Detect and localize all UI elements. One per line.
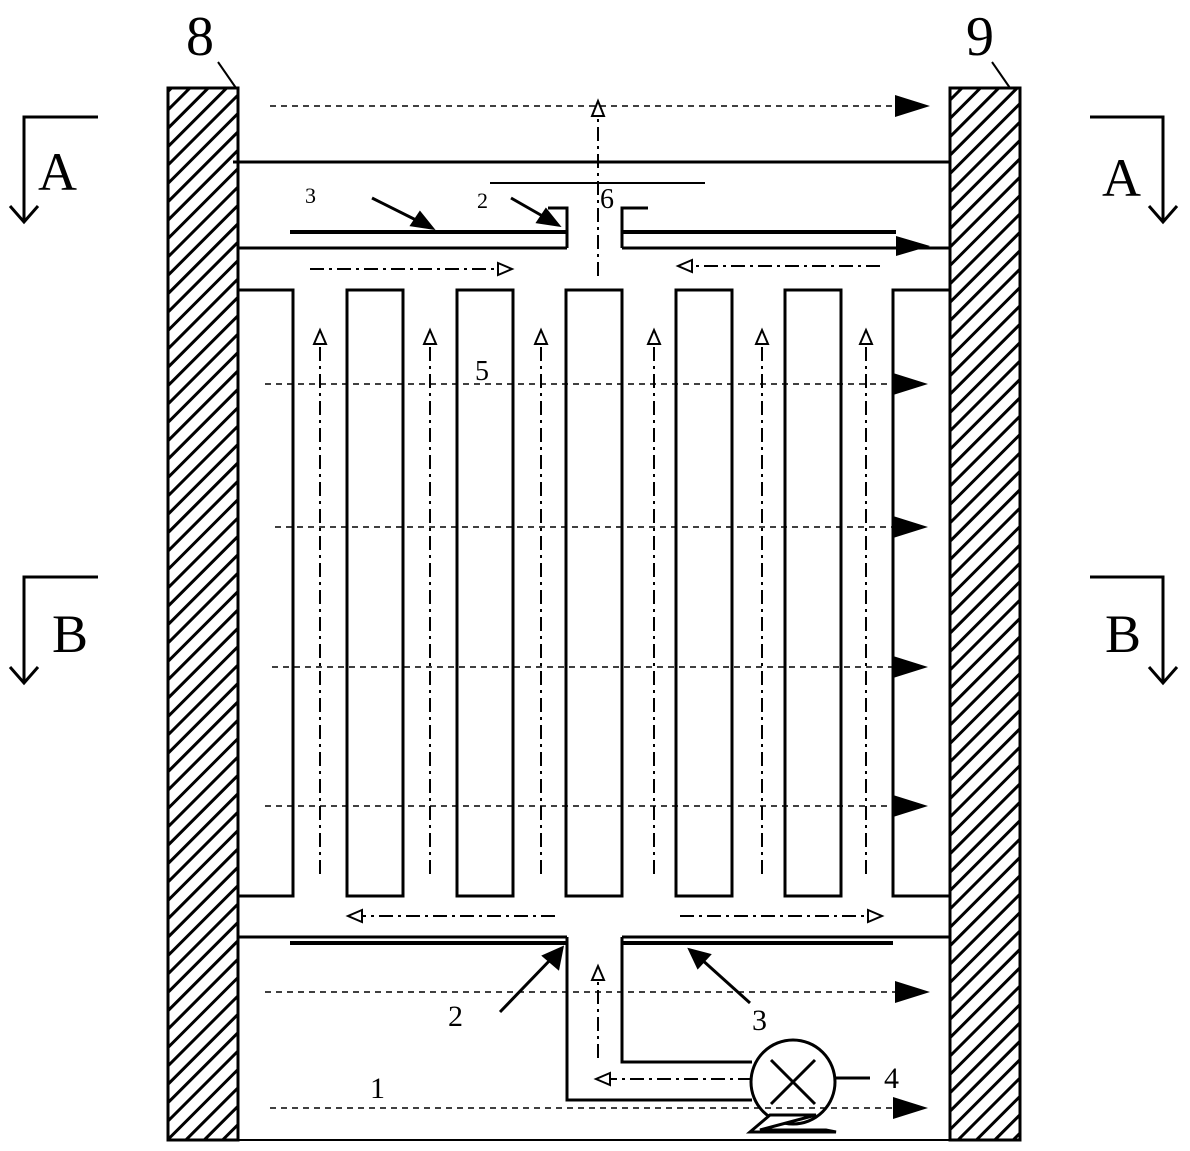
channel-box [345,288,405,898]
label-duct-1: 1 [370,1072,385,1105]
arrowhead [893,1097,928,1119]
label-top-slit-2: 2 [477,188,488,213]
label-top-outlet-6: 6 [600,184,614,215]
arrowhead [675,258,693,274]
leader-9 [991,61,1011,89]
arrowhead [646,327,662,345]
leader-arrows [371,196,752,1014]
arrowhead [858,327,874,345]
channel-boxes [236,288,952,898]
label-section-b-left: B [52,604,88,664]
label-top-baffle-3: 3 [305,183,316,208]
arrowhead [893,373,928,395]
channel-box [564,288,624,898]
channel-box [674,288,734,898]
arrowhead [312,327,328,345]
label-bottom-slit-2: 2 [448,1000,463,1033]
label-section-a-left: A [38,142,77,202]
arrowhead [345,908,363,924]
leader-8 [217,61,237,89]
arrowhead [497,261,515,277]
arrowhead [867,908,885,924]
section-markers [8,115,1179,686]
arrowhead [893,795,928,817]
fan-4 [745,1038,870,1134]
supply-duct-inner [620,937,752,1064]
arrowhead [895,95,930,117]
label-section-b-right: B [1105,604,1141,664]
supply-duct-outer [565,937,752,1102]
top-slit-nozzle-right [620,206,648,248]
label-fan-4: 4 [884,1062,899,1095]
arrowhead [893,656,928,678]
label-section-a-right: A [1102,148,1141,208]
label-wall-9: 9 [966,6,994,68]
channel-box [455,288,515,898]
internal-airflow-arrowheads [312,98,885,1087]
arrowhead [593,1071,611,1087]
arrowhead [896,236,930,256]
arrowhead [754,327,770,345]
arrowhead [893,516,928,538]
outside-airflow [265,105,898,1109]
top-slit-nozzle-left [548,206,569,248]
internal-airflow [310,115,880,1080]
channel-box [236,288,295,898]
label-wall-8: 8 [186,6,214,68]
outside-airflow-arrowheads [893,95,930,1119]
arrowhead [590,963,606,981]
arrowhead [422,327,438,345]
arrowhead [895,981,930,1003]
label-bottom-baffle-3: 3 [752,1004,767,1037]
label-channels-5: 5 [475,356,489,387]
arrowhead [590,98,606,117]
arrowhead [533,327,549,345]
channel-box [783,288,843,898]
left-wall-8 [166,86,240,1142]
right-wall-9 [948,86,1022,1142]
